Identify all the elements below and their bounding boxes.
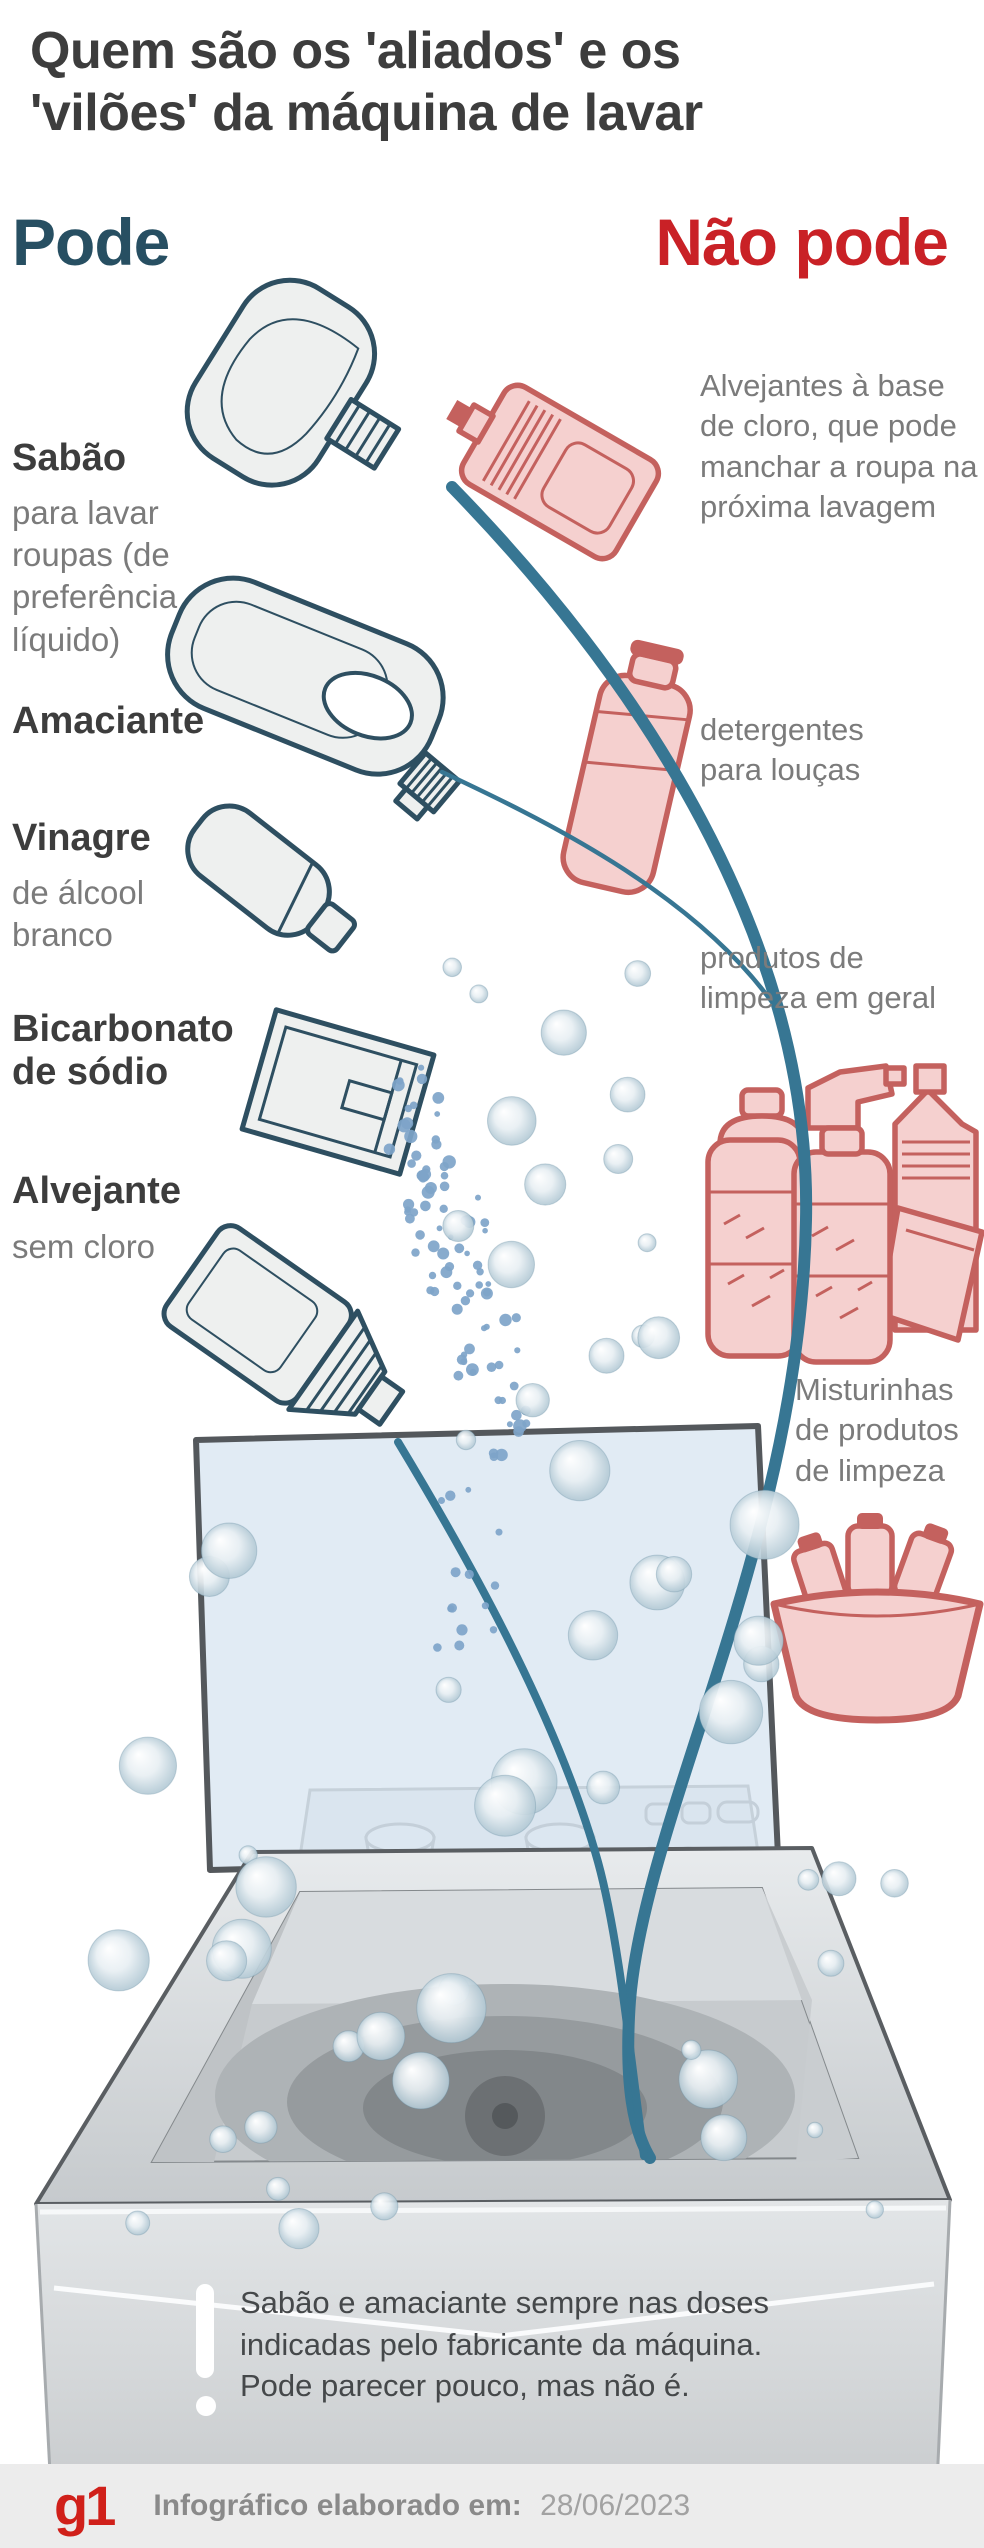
villain-item-misturinhas-label: Misturinhas de produtos de limpeza: [795, 1372, 959, 1488]
page-title-line2: 'vilões' da máquina de lavar: [30, 84, 703, 143]
chlorine-bleach-bottle-icon: [446, 382, 662, 562]
villain-item-alvejantes-label: Alvejantes à base de cloro, que pode man…: [700, 368, 978, 524]
machine-control-panel: [286, 1784, 777, 1938]
ally-item-vinagre-subtitle: de álcool branco: [12, 874, 145, 954]
footer-credit: Infográfico elaborado em: 28/06/2023: [153, 2489, 690, 2523]
machine-tub-opening: [150, 1886, 860, 2164]
footer-credit-date: 28/06/2023: [540, 2489, 691, 2522]
villain-item-detergentes-label: detergentes para louças: [700, 712, 864, 788]
ally-item-amaciante-title: Amaciante: [12, 700, 205, 742]
villain-item-produtos-label: produtos de limpeza em geral: [700, 940, 937, 1016]
dish-detergent-bottle-icon: [560, 639, 693, 896]
heading-pode: Pode: [12, 205, 170, 279]
cleaning-products-basket-icon: [770, 1513, 984, 1724]
ally-item-sabao-title: Sabão: [12, 437, 127, 479]
vinegar-bottle-icon: [185, 803, 358, 954]
page-title: Quem são os 'aliados' e os 'vilões' da m…: [30, 20, 960, 145]
g1-logo: g1: [54, 2474, 116, 2537]
ally-item-sabao-subtitle: para lavar roupas (de preferência líquid…: [12, 494, 178, 658]
ally-item-bicarbonato-title: Bicarbonato de sódio: [12, 1008, 234, 1093]
soap-bubbles: [87, 957, 909, 2250]
baking-soda-box-icon: [239, 1007, 437, 1177]
footer-credit-label: Infográfico elaborado em:: [153, 2489, 522, 2522]
heading-nao-pode: Não pode: [655, 205, 949, 279]
ally-item-alvejante-subtitle: sem cloro: [12, 1228, 156, 1265]
liquid-soap-bottle-icon: [184, 277, 402, 488]
exclamation-icon: [196, 2284, 214, 2378]
dosage-note: Sabão e amaciante sempre nas doses indic…: [240, 2285, 770, 2404]
exclamation-icon-dot: [196, 2396, 216, 2416]
machine-drum: [215, 1984, 795, 2162]
ally-item-alvejante-title: Alvejante: [12, 1170, 181, 1212]
cleaning-products-bottles-icon: [705, 1063, 984, 1365]
secondary-liquid-stream: [394, 1438, 648, 2160]
machine-top-rim: [34, 1846, 952, 2206]
page-title-line1: Quem são os 'aliados' e os: [30, 22, 681, 80]
ally-item-vinagre-title: Vinagre: [12, 817, 151, 859]
machine-open-lid: [193, 1423, 781, 1873]
baking-soda-powder-dots: [383, 1064, 531, 1652]
footer-bar: g1 Infográfico elaborado em: 28/06/2023: [0, 2464, 984, 2548]
